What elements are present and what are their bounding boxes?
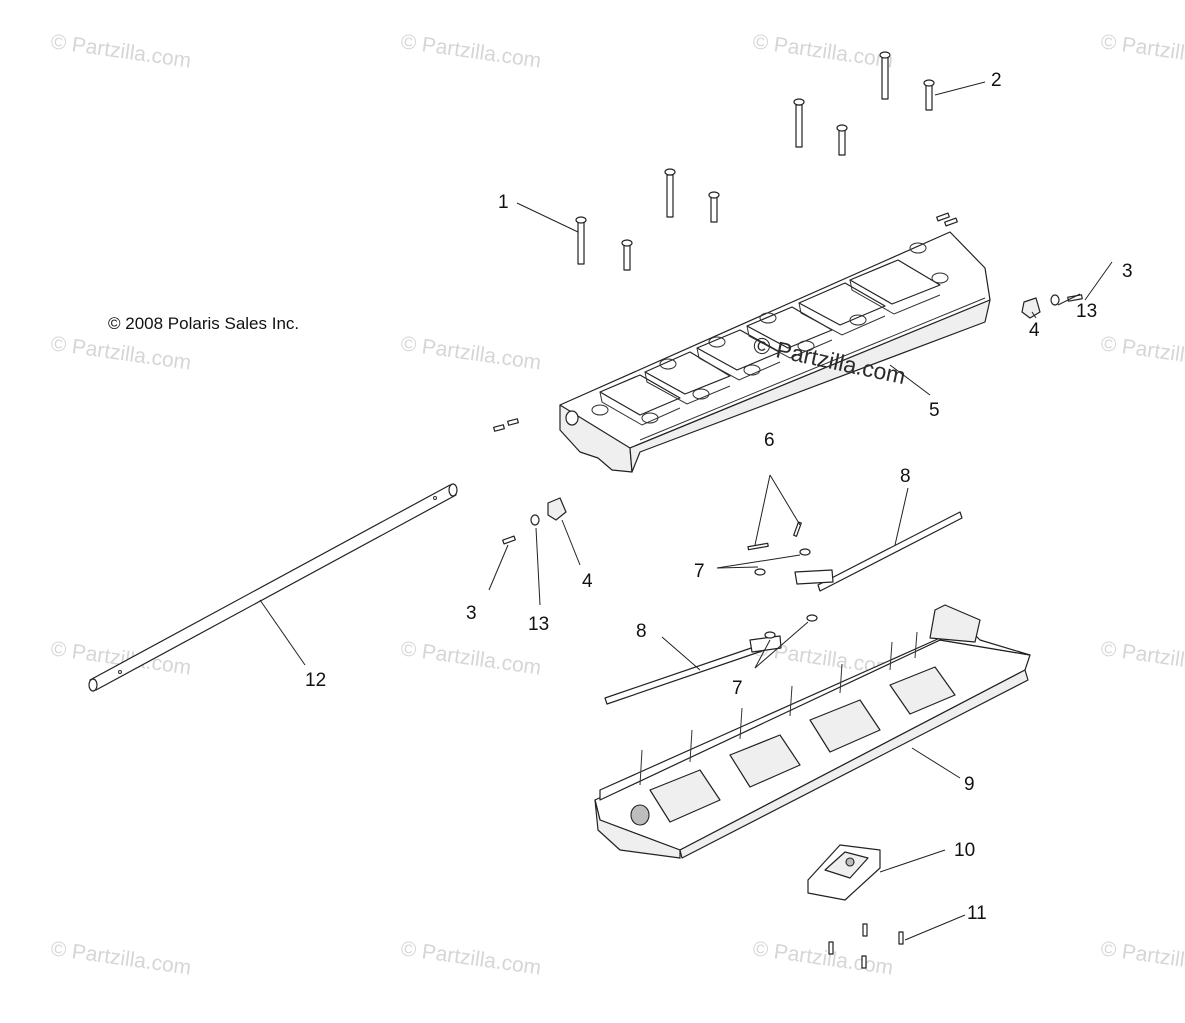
callout-8: 8 xyxy=(900,466,911,487)
watermark: © Partzilla.com xyxy=(399,30,542,72)
bolt xyxy=(879,51,891,100)
bolt xyxy=(923,79,935,111)
callout-7-lower: 7 xyxy=(732,678,743,699)
callout-3-left: 3 xyxy=(466,603,477,624)
watermark: © Partzilla.com xyxy=(1099,30,1185,72)
part-8-strap-upper xyxy=(794,511,963,592)
watermark: © Partzilla.com xyxy=(49,30,192,72)
part-8-strap-lower xyxy=(604,635,782,705)
bolt xyxy=(575,216,587,265)
bolt xyxy=(708,191,720,223)
watermark: © Partzilla.com xyxy=(1099,637,1185,679)
leader-lines xyxy=(259,81,1113,941)
callout-10: 10 xyxy=(954,840,975,861)
bolt xyxy=(793,98,805,148)
callout-11: 11 xyxy=(967,903,987,924)
bolt xyxy=(836,124,848,156)
callout-7: 7 xyxy=(694,561,705,582)
part-5-seat-top xyxy=(559,231,991,473)
callout-2: 2 xyxy=(991,70,1002,91)
bolt xyxy=(621,239,633,271)
callout-13: 13 xyxy=(1076,301,1097,322)
fasteners xyxy=(493,51,1083,969)
seat-pads xyxy=(599,259,941,426)
watermark: © Partzilla.com xyxy=(751,937,894,979)
part-9-seat-base xyxy=(594,604,1031,859)
callout-1: 1 xyxy=(498,192,509,213)
callout-13-left: 13 xyxy=(528,614,549,635)
callout-6: 6 xyxy=(764,430,775,451)
watermark: © Partzilla.com xyxy=(49,332,192,374)
watermark: © Partzilla.com xyxy=(1099,332,1185,374)
callout-4: 4 xyxy=(1029,320,1040,341)
part-12-rod xyxy=(88,483,458,692)
callout-8-lower: 8 xyxy=(636,621,647,642)
watermark: © Partzilla.com xyxy=(399,637,542,679)
callout-3: 3 xyxy=(1122,261,1133,282)
watermark: © Partzilla.com xyxy=(49,937,192,979)
watermark: © Partzilla.com xyxy=(399,332,542,374)
callout-4-left: 4 xyxy=(582,571,593,592)
callout-labels: 1 2 3 4 5 6 7 8 9 10 11 12 13 3 4 13 7 8 xyxy=(305,70,1133,924)
callout-9: 9 xyxy=(964,774,975,795)
callout-5: 5 xyxy=(929,400,940,421)
watermark: © Partzilla.com xyxy=(1099,937,1185,979)
part-10-latch xyxy=(807,844,881,901)
watermark: © Partzilla.com xyxy=(751,30,894,72)
watermark: © Partzilla.com xyxy=(399,937,542,979)
bolt xyxy=(664,168,676,218)
callout-12: 12 xyxy=(305,670,326,691)
tray-ribs xyxy=(639,631,918,786)
copyright-text: © 2008 Polaris Sales Inc. xyxy=(108,314,299,333)
